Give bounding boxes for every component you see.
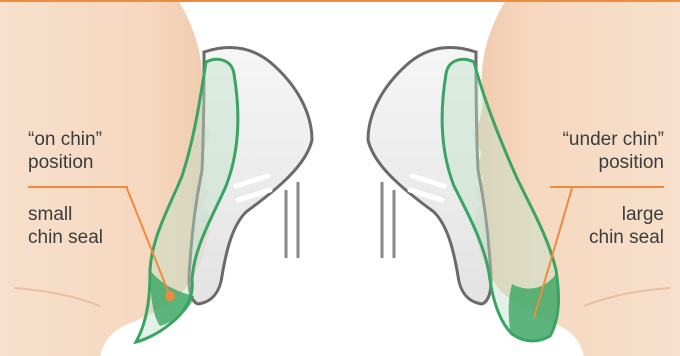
left-position-line1: “on chin”	[28, 128, 102, 151]
right-position-line2: position	[563, 151, 664, 174]
left-seal-line1: small	[28, 203, 103, 226]
right-separator	[550, 186, 664, 188]
left-position-line2: position	[28, 151, 102, 174]
left-seal-label: small chin seal	[28, 203, 103, 249]
right-position-label: “under chin” position	[563, 128, 664, 174]
left-position-label: “on chin” position	[28, 128, 102, 174]
right-mask-tube	[382, 182, 394, 258]
right-seal-line1: large	[589, 203, 664, 226]
left-mask-tube	[286, 182, 298, 258]
left-seal-line2: chin seal	[28, 226, 103, 249]
right-position-line1: “under chin”	[563, 128, 664, 151]
right-seal-label: large chin seal	[589, 203, 664, 249]
right-seal-line2: chin seal	[589, 226, 664, 249]
left-separator	[28, 186, 128, 188]
